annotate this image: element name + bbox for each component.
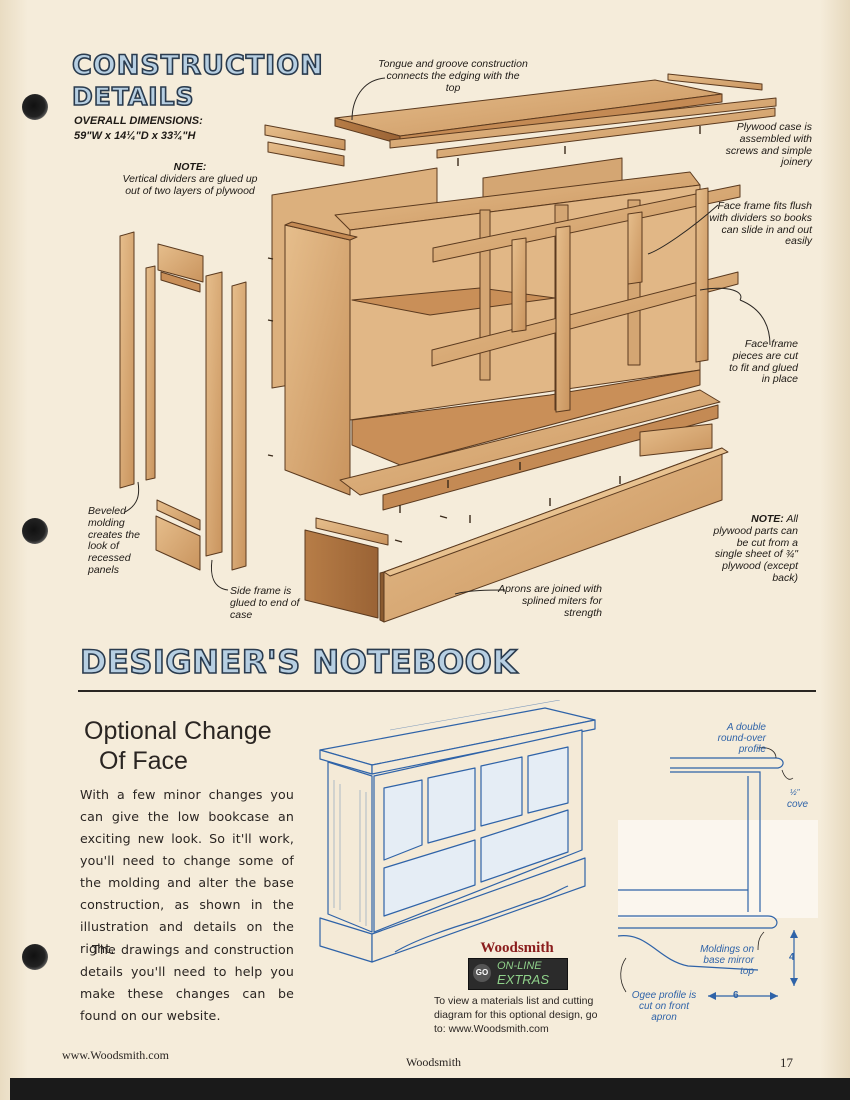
footer-url[interactable]: www.Woodsmith.com [62,1048,169,1062]
notebook-paragraph-1: With a few minor changes you can give th… [80,784,294,960]
callout-note-plywood: NOTE: All plywood parts can be cut from … [710,513,798,585]
binder-hole-icon [22,944,48,970]
paragraph-1-text: With a few minor changes you can give th… [80,787,294,956]
note-all-label: NOTE: [751,513,784,525]
callout-beveled-molding: Beveled molding creates the look of rece… [88,505,140,576]
callout-side-frame: Side frame is glued to end of case [230,585,300,621]
detail-moldings-label: Moldings on base mirror top [700,944,754,978]
profile-detail-drawing [617,747,818,1000]
online-extras-badge[interactable]: Woodsmith GO ON-LINE EXTRAS [468,940,568,990]
detail-ogee-label: Ogee profile is cut on front apron [631,990,697,1024]
dimensions-label: OVERALL DIMENSIONS: [74,115,203,127]
section-divider [78,690,816,692]
construction-title-line1: CONSTRUCTION [71,50,324,81]
detail-cove-label: cove [787,799,809,810]
callout-plywood-case: Plywood case is assembled with screws an… [725,121,812,169]
scan-edge-band [10,1078,850,1100]
go-icon: GO [473,964,491,982]
detail-roundover-label: A double round-over profile [717,722,766,756]
callout-tongue-groove: Tongue and groove construction connects … [378,58,528,94]
binder-hole-icon [22,518,48,544]
detail-height-dim: 4 [789,952,795,963]
detail-width-dim: 6 [733,990,739,1001]
notebook-paragraph-2: The drawings and construction details yo… [80,939,294,1027]
note-dividers: NOTE: Vertical dividers are glued up out… [120,161,260,197]
note-text: Vertical dividers are glued up out of tw… [122,172,258,197]
dimensions-value: 59"W x 14¼"D x 33¾"H [74,130,196,142]
badge-brand: Woodsmith [480,940,554,956]
blueprint-bookcase-illustration [319,700,596,963]
note-label: NOTE: [173,161,207,173]
website-note: To view a materials list and cutting dia… [434,995,598,1035]
paragraph-2-text: The drawings and construction details yo… [80,942,294,1023]
note-all-text: All plywood parts can be cut from a sing… [713,513,798,584]
callout-face-frame-fits: Face frame fits flush with dividers so b… [709,200,812,248]
callout-face-frame-pieces: Face frame pieces are cut to fit and glu… [729,338,798,386]
notebook-heading: Optional Change Of Face [84,716,272,776]
badge-panel: GO ON-LINE EXTRAS [468,958,568,990]
badge-line2: EXTRAS [497,972,550,987]
designers-notebook-title: DESIGNER'S NOTEBOOK [79,643,518,681]
binder-hole-icon [22,94,48,120]
badge-line1: ON-LINE [497,960,542,972]
notebook-heading-line1: Optional Change [84,717,272,745]
page-number: 17 [780,1055,793,1070]
detail-cove-fraction: ½" [790,788,800,797]
footer-magazine-name: Woodsmith [406,1055,462,1069]
construction-title-line2: DETAILS [71,82,195,111]
exploded-bookcase-illustration [119,73,777,623]
callout-aprons: Aprons are joined with splined miters fo… [498,583,602,619]
notebook-heading-line2: Of Face [99,747,188,775]
